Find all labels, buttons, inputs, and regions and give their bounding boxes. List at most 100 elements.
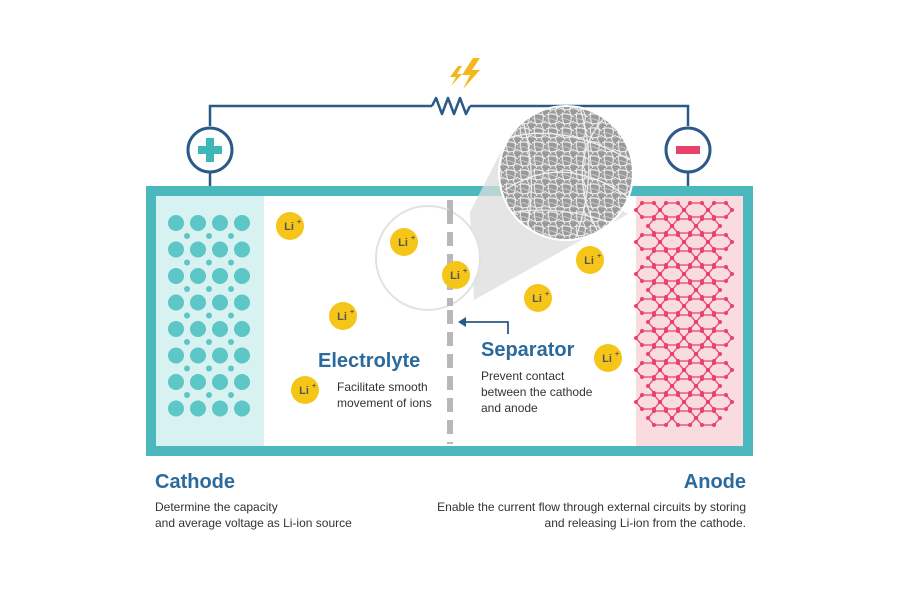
anode-atom bbox=[706, 336, 710, 340]
anode-atom bbox=[670, 384, 674, 388]
anode-atom bbox=[640, 233, 644, 237]
anode-atom bbox=[718, 288, 722, 292]
anode-atom bbox=[700, 423, 704, 427]
lithium-ion: Li+ bbox=[524, 284, 552, 312]
lithium-ion-ball bbox=[524, 284, 552, 312]
anode-atom bbox=[700, 313, 704, 317]
anode-atom bbox=[646, 384, 650, 388]
cathode-particle bbox=[234, 294, 250, 311]
anode-atom bbox=[682, 400, 686, 404]
lithium-ion-label: Li bbox=[337, 311, 347, 323]
cathode-particle bbox=[234, 241, 250, 258]
cathode-particle bbox=[234, 347, 250, 364]
anode-atom bbox=[664, 345, 668, 349]
cathode-particle bbox=[190, 400, 206, 417]
anode-atom bbox=[724, 247, 728, 251]
anode-atom bbox=[634, 304, 638, 308]
lithium-ion: Li+ bbox=[576, 246, 604, 274]
lithium-ion-ball bbox=[329, 302, 357, 330]
cathode-ion-dot bbox=[184, 259, 190, 266]
anode-atom bbox=[676, 281, 680, 285]
cathode-description: Determine the capacity and average volta… bbox=[155, 499, 352, 531]
anode-atom bbox=[640, 329, 644, 333]
anode-atom bbox=[712, 281, 716, 285]
anode-atom bbox=[664, 377, 668, 381]
anode-atom bbox=[730, 208, 734, 212]
anode-atom bbox=[712, 249, 716, 253]
cathode-ion-dot bbox=[184, 233, 190, 239]
cathode-ion-dot bbox=[206, 392, 212, 398]
anode-atom bbox=[640, 297, 644, 301]
lithium-ion-label: Li bbox=[532, 293, 542, 305]
anode-atom bbox=[700, 233, 704, 237]
lithium-ion-label: Li bbox=[398, 237, 408, 249]
anode-atom bbox=[640, 265, 644, 269]
anode-atom bbox=[688, 345, 692, 349]
anode-atom bbox=[676, 233, 680, 237]
cathode-title: Cathode bbox=[155, 471, 235, 493]
anode-atom bbox=[658, 272, 662, 276]
minus-terminal-icon bbox=[664, 126, 712, 186]
cathode-ion-dot bbox=[206, 312, 212, 319]
cathode-particle bbox=[190, 294, 206, 311]
anode-atom bbox=[640, 201, 644, 205]
lithium-ion-charge: + bbox=[545, 291, 549, 298]
cathode-particle bbox=[234, 321, 250, 337]
anode-atom bbox=[640, 343, 644, 347]
anode-atom bbox=[664, 201, 668, 205]
anode-atom bbox=[676, 297, 680, 301]
cathode-ion-dot bbox=[184, 286, 190, 292]
anode-atom bbox=[718, 256, 722, 260]
lithium-ion-label: Li bbox=[584, 255, 594, 267]
cathode-ion-dot bbox=[206, 339, 212, 345]
anode-atom bbox=[676, 345, 680, 349]
anode-atom bbox=[694, 384, 698, 388]
anode-atom bbox=[640, 279, 644, 283]
anode-atom bbox=[664, 361, 668, 365]
anode-atom bbox=[730, 336, 734, 340]
lithium-ions: Li+Li+Li+Li+Li+Li+Li+Li+ bbox=[276, 212, 622, 404]
anode-atom bbox=[706, 400, 710, 404]
cathode-particle bbox=[212, 268, 228, 284]
anode-atom bbox=[694, 256, 698, 260]
cathode-particle bbox=[212, 294, 228, 311]
anode-atom bbox=[682, 208, 686, 212]
anode-atom bbox=[664, 265, 668, 269]
anode-atom bbox=[664, 409, 668, 413]
anode-atom bbox=[676, 377, 680, 381]
lightning-icon bbox=[450, 58, 480, 89]
anode-atom bbox=[664, 393, 668, 397]
anode-atom bbox=[676, 423, 680, 427]
anode-atom bbox=[700, 249, 704, 253]
anode-atom bbox=[706, 240, 710, 244]
anode-atom bbox=[640, 311, 644, 315]
cathode-particle bbox=[190, 321, 206, 337]
cathode-ion-dot bbox=[228, 286, 234, 292]
anode-atom bbox=[652, 361, 656, 365]
anode-atom bbox=[724, 329, 728, 333]
anode-atom bbox=[634, 336, 638, 340]
cathode-ion-dot bbox=[184, 312, 190, 319]
electrolyte-description: Facilitate smooth movement of ions bbox=[337, 379, 432, 411]
anode-atom bbox=[730, 368, 734, 372]
anode-desc-line: and releasing Li-ion from the cathode. bbox=[544, 516, 746, 530]
lithium-ion-charge: + bbox=[615, 351, 619, 358]
anode-atom bbox=[694, 320, 698, 324]
lithium-ion-charge: + bbox=[597, 253, 601, 260]
cathode-particle bbox=[234, 268, 250, 284]
magnifier-icon bbox=[375, 105, 634, 311]
anode-atom bbox=[652, 201, 656, 205]
anode-atom bbox=[646, 256, 650, 260]
anode-atom bbox=[730, 400, 734, 404]
cathode-particle bbox=[168, 294, 184, 311]
anode-atom bbox=[640, 247, 644, 251]
anode-atom bbox=[652, 281, 656, 285]
anode-atom bbox=[688, 423, 692, 427]
lithium-ion-ball bbox=[594, 344, 622, 372]
lithium-ion: Li+ bbox=[329, 302, 357, 330]
anode-atom bbox=[682, 272, 686, 276]
cathode-particle bbox=[168, 400, 184, 417]
cathode-ion-dot bbox=[206, 365, 212, 372]
anode-atom bbox=[664, 329, 668, 333]
anode-atom bbox=[652, 377, 656, 381]
